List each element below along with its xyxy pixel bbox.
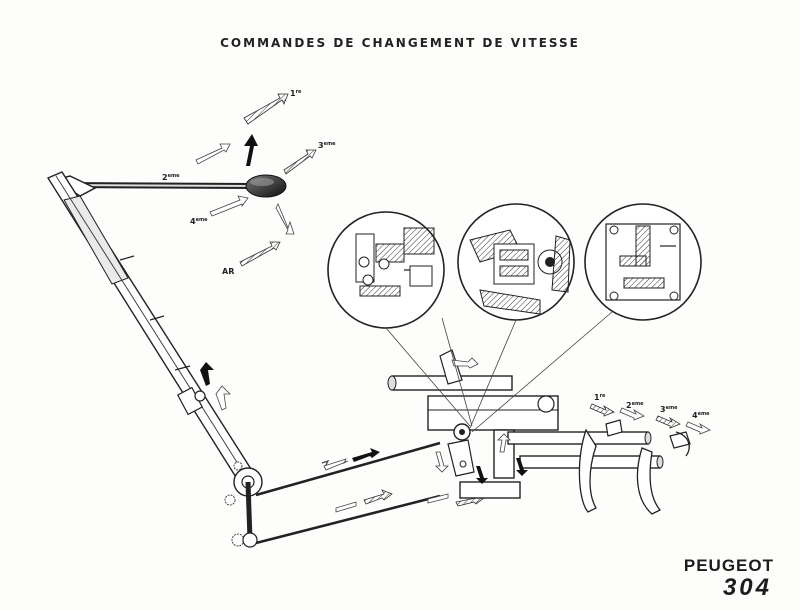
rail-motion-arrows [589,403,711,435]
detail-view-right [584,203,702,321]
detail-view-center [457,203,575,321]
label-rail-1: 1re [594,393,606,402]
rod-motion-arrows [200,362,485,513]
label-rail-3: 3eme [660,405,678,414]
label-gear-4: 4eme [190,217,208,226]
gear-pattern-arrows [195,93,317,267]
gear-position-labels: 1re 2eme 3eme 4eme AR [162,89,336,276]
label-gear-3: 3eme [318,141,336,150]
lower-pivot-assembly [224,461,263,548]
linkage-rods [255,441,441,545]
diagram-title: COMMANDES DE CHANGEMENT DE VITESSE [220,36,580,50]
label-rail-4: 4eme [692,411,710,420]
detail-view-left [327,211,445,329]
leader-lines [385,311,613,433]
rail-position-labels: 1re 2eme 3eme 4eme [594,393,710,420]
model-number: 304 [722,574,772,601]
column-shift-tube [46,171,259,492]
label-gear-1: 1re [290,89,302,98]
label-rail-2: 2eme [626,401,644,410]
brand-name: PEUGEOT [683,556,774,575]
label-gear-2: 2eme [162,173,180,182]
label-gear-reverse: AR [222,267,234,276]
gearbox-selector-mechanism [387,349,691,515]
